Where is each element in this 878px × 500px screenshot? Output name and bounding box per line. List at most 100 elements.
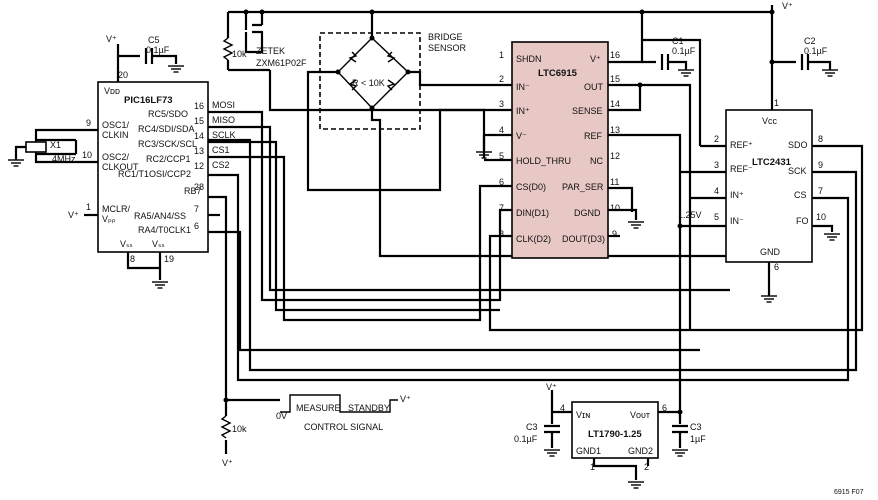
ltc6915-hold: HOLD_THRU [516,156,571,166]
c3a-value: 0.1µF [514,434,538,444]
lt1790-pin4: 4 [560,403,565,413]
net-mosi: MOSI [212,100,235,110]
c1-value: 0.1µF [672,46,696,56]
pic-pin12: 12 [194,161,204,171]
ltc6915-inm: IN⁻ [516,82,530,92]
pic-rc3: RC3/SCK/SCL [138,139,197,149]
ltc6915-ref: REF [584,131,603,141]
ltc6915-pin16: 16 [610,50,620,60]
ltc6915-pin7: 7 [499,203,504,213]
ltc6915-pin13: 13 [610,125,620,135]
ltc2431-pin7: 7 [818,186,823,196]
control-signal: 10k V⁺ 0V MEASURE STANDBY V⁺ CONTROL SIG… [220,394,411,468]
pic-clkout: CLKOUT [102,162,139,172]
ltc2431-pin3: 3 [714,160,719,170]
crystal-x1: X1 4MHz [7,128,98,167]
ltc2431-cs: CS [794,190,807,200]
ltc6915-parser: PAR_SER [562,182,604,192]
ltc2431-pin5: 5 [714,212,719,222]
ltc6915-pin6: 6 [499,177,504,187]
ltc2431-pin6: 6 [774,262,779,272]
signal-standby: STANDBY [348,403,390,413]
net-miso: MISO [212,115,235,125]
pic-pin19: 19 [164,254,174,264]
pic-clkin: CLKIN [102,130,129,140]
pic-vdd: Vᴅᴅ [104,86,120,96]
net-sclk: SCLK [212,130,236,140]
lt1790-pin6: 6 [662,403,667,413]
ltc2431-name: LTC2431 [752,157,792,168]
vplus-label-top: V⁺ [782,1,793,11]
lt1790-vin: Vɪɴ [576,410,590,420]
pic-pin15: 15 [194,116,204,126]
pic-rc2: RC2/CCP1 [146,154,191,164]
ltc2431-sdo: SDO [788,140,808,150]
pic-pin16: 16 [194,101,204,111]
ltc2431-fo: FO [796,216,809,226]
ltc2431-sck: SCK [788,166,807,176]
ltc6915-out: OUT [584,82,604,92]
ltc6915-pin12: 12 [610,151,620,161]
pic-vpp: Vₚₚ [102,214,116,224]
crystal-name: X1 [50,140,61,150]
ltc6915-cs: CS(D0) [516,182,546,192]
pic-pin9: 9 [86,118,91,128]
pic-pin7: 7 [194,204,199,214]
ltc6915-nc: NC [590,156,603,166]
lt1790-chip: LT1790-1.25 Vɪɴ Vᴏᴜᴛ GND1 GND2 4 6 1 2 V… [514,382,706,489]
lt1790-vout: Vᴏᴜᴛ [630,410,650,420]
ltc6915-pin4: 4 [499,125,504,135]
pic-vss2: Vₛₛ [152,239,165,249]
fet-name-line1: ZETEK [256,46,285,56]
ltc6915-pin14: 14 [610,99,620,109]
bridge-resistance: R < 10K [352,78,385,88]
bridge-sensor: R < 10K BRIDGE SENSOR [306,24,730,258]
ltc6915-pin9: 9 [612,229,617,239]
fet-name-line2: ZXM61P02F [256,58,307,68]
c5-value: 0.1µF [146,45,170,55]
pic-rc5: RC5/SDO [148,109,188,119]
pic16lf73-chip: PIC16LF73 Vᴅᴅ OSC1/ CLKIN OSC2/ CLKOUT M… [68,34,209,289]
vref-label: 1.25V [678,210,702,220]
c1-name: C1 [672,36,684,46]
ltc2431-pin10: 10 [816,212,826,222]
c2-name: C2 [804,36,816,46]
pic-pin13: 13 [194,146,204,156]
pic-rb7: RB7 [184,186,202,196]
ltc6915-pin3: 3 [499,99,504,109]
ltc6915-sense: SENSE [572,106,603,116]
ltc6915-pin8: 8 [499,229,504,239]
pic-rc1: RC1/T1OSI/CCP2 [118,169,191,179]
ltc6915-dout: DOUT(D3) [562,234,605,244]
pic-pin28: 28 [194,182,204,192]
bridge-label-1: BRIDGE [428,32,463,42]
ltc2431-chip: LTC2431 Vᴄᴄ REF⁺ REF⁻ SDO SCK IN⁺ CS IN⁻… [208,38,864,382]
net-cs1: CS1 [212,145,230,155]
ltc2431-pin9: 9 [818,160,823,170]
ltc6915-pin5: 5 [499,151,504,161]
ltc6915-dgnd: DGND [574,208,601,218]
ltc6915-pin1: 1 [499,50,504,60]
ltc6915-din: DIN(D1) [516,208,549,218]
pic-mclr-vplus: V⁺ [68,210,79,220]
resistor-10k-top [222,37,234,61]
ltc2431-pin1: 1 [774,98,779,108]
pic-vplus: V⁺ [106,34,117,44]
ltc2431-inp: IN⁺ [730,190,744,200]
ltc6915-pin15: 15 [610,74,620,84]
ltc2431-pin4: 4 [714,186,719,196]
ltc2431-inm: IN⁻ [730,216,744,226]
ltc6915-vminus: V⁻ [516,131,527,141]
crystal-value: 4MHz [52,154,76,164]
pic-ra5: RA5/AN4/SS [134,211,186,221]
pic-rc4: RC4/SDI/SDA [138,124,195,134]
ltc6915-clk: CLK(D2) [516,234,551,244]
bridge-label-2: SENSOR [428,43,467,53]
pic-pin8: 8 [130,254,135,264]
signal-0v: 0V [276,411,287,421]
lt1790-gnd2: GND2 [628,446,653,456]
lt1790-name: LT1790-1.25 [588,429,642,440]
signal-vplus: V⁺ [400,394,411,404]
ltc6915-shdn: SHDN [516,54,542,64]
